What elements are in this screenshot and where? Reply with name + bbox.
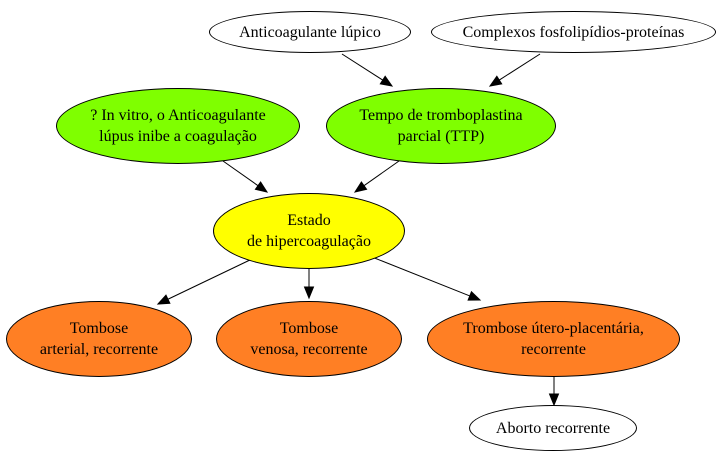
arrowhead-icon <box>156 294 171 305</box>
edge-lupus-anticoagulant-to-ptt <box>341 53 394 87</box>
node-uteroplacental-thrombosis-label: Trombose útero-placentária, recorrente <box>463 320 644 358</box>
arrowhead-icon <box>353 181 368 193</box>
arrowhead-icon <box>548 393 560 407</box>
node-hypercoagulable-state: Estado de hipercoagulação <box>213 193 405 269</box>
node-phospholipid-protein-complexes: Complexos fosfolipídios-proteínas <box>431 11 716 53</box>
node-venous-thrombosis-label: Tombose venosa, recorrente <box>250 320 368 358</box>
node-lupus-anticoagulant-label: Anticoagulante lúpico <box>239 23 381 41</box>
edge-uteroplacental-thrombosis-to-recurrent-miscarriage <box>548 377 560 407</box>
edge-hypercoagulable-state-to-arterial-thrombosis <box>156 258 253 305</box>
node-arterial-thrombosis: Tombose arterial, recorrente <box>6 301 192 377</box>
node-in-vitro-inhibition-label: ? In vitro, o Anticoagulante lúpus inibe… <box>90 107 266 145</box>
node-arterial-thrombosis-label: Tombose arterial, recorrente <box>39 320 159 358</box>
node-recurrent-miscarriage-label: Aborto recorrente <box>495 419 611 437</box>
node-recurrent-miscarriage: Aborto recorrente <box>469 405 637 451</box>
node-hypercoagulable-state-label: Estado de hipercoagulação <box>247 212 371 250</box>
node-uteroplacental-thrombosis: Trombose útero-placentária, recorrente <box>427 301 680 377</box>
edge-line <box>371 256 470 297</box>
node-venous-thrombosis: Tombose venosa, recorrente <box>216 301 402 377</box>
arrowhead-icon <box>379 75 394 87</box>
node-ptt: Tempo de tromboplastina parcial (TTP) <box>326 88 556 164</box>
node-lupus-anticoagulant: Anticoagulante lúpico <box>209 11 411 53</box>
arrowhead-icon <box>303 286 315 300</box>
edge-line <box>498 53 541 81</box>
node-in-vitro-inhibition: ? In vitro, o Anticoagulante lúpus inibe… <box>56 88 300 164</box>
edge-phospholipid-protein-complexes-to-ptt <box>488 53 541 87</box>
edge-hypercoagulable-state-to-venous-thrombosis <box>303 269 315 300</box>
node-phospholipid-protein-complexes-label: Complexos fosfolipídios-proteínas <box>462 23 685 41</box>
arrowhead-icon <box>488 75 503 87</box>
edge-line <box>341 53 384 81</box>
edge-line <box>222 160 259 187</box>
edge-ptt-to-hypercoagulable-state <box>353 160 400 193</box>
arrowhead-icon <box>254 181 269 193</box>
edge-in-vitro-inhibition-to-hypercoagulable-state <box>222 160 269 193</box>
node-ptt-label: Tempo de tromboplastina parcial (TTP) <box>359 107 523 145</box>
arrowhead-icon <box>467 290 482 301</box>
edge-line <box>363 160 400 187</box>
edge-line <box>167 258 253 300</box>
edge-hypercoagulable-state-to-uteroplacental-thrombosis <box>371 256 482 301</box>
